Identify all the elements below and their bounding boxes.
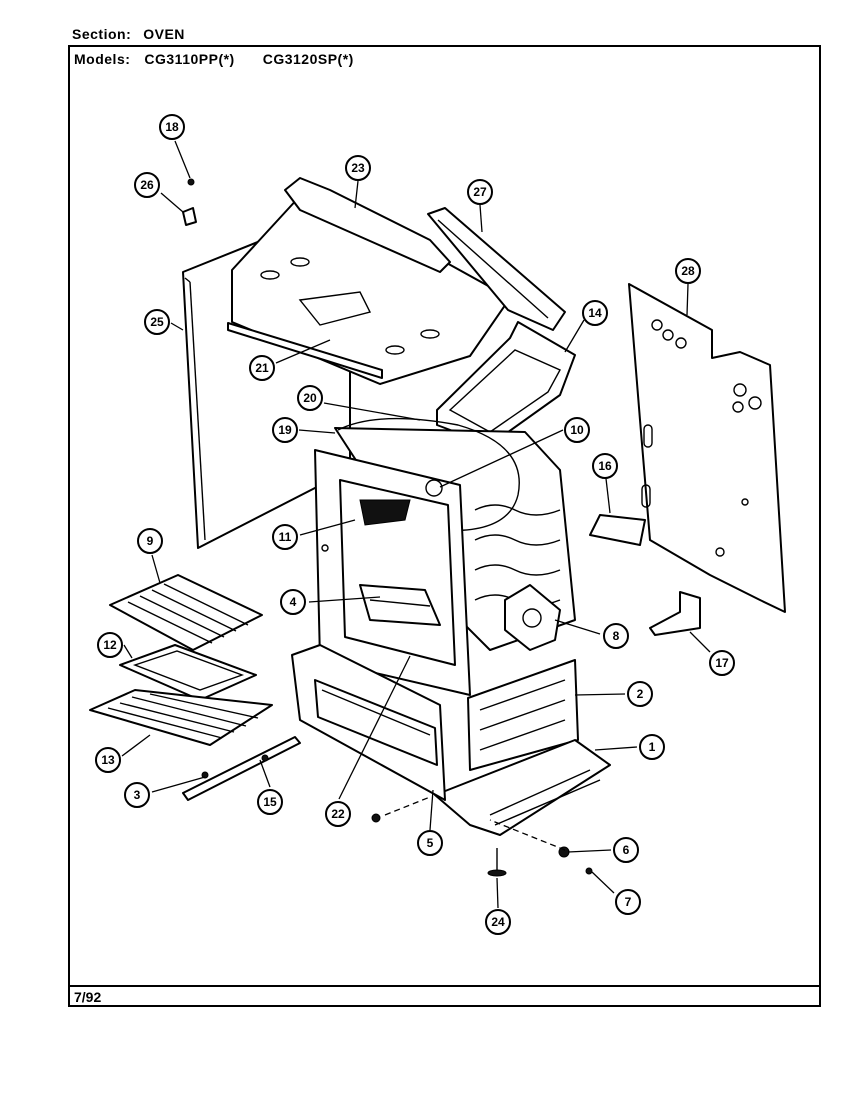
svg-text:10: 10 — [570, 423, 584, 437]
part-leveling-leg — [487, 848, 507, 877]
callout-9: 9 — [137, 528, 163, 554]
date-code: 7/92 — [74, 989, 102, 1005]
part-top-frame — [231, 177, 511, 385]
part-clip — [182, 207, 197, 226]
callout-25: 25 — [144, 309, 170, 335]
svg-text:2: 2 — [637, 687, 644, 701]
callout-2: 2 — [627, 681, 653, 707]
callout-24: 24 — [485, 909, 511, 935]
callout-6: 6 — [613, 837, 639, 863]
svg-text:25: 25 — [150, 315, 164, 329]
part-vent-trim — [427, 207, 566, 331]
section-line: Section: OVEN — [72, 26, 185, 42]
svg-text:28: 28 — [681, 264, 695, 278]
callout-27: 27 — [467, 179, 493, 205]
svg-text:15: 15 — [263, 795, 277, 809]
part-oven-rack — [89, 689, 273, 746]
callout-11: 11 — [272, 524, 298, 550]
leader-lines — [121, 140, 711, 909]
svg-text:26: 26 — [140, 178, 154, 192]
callout-1: 1 — [639, 734, 665, 760]
models-label: Models: — [74, 51, 131, 67]
part-drawer-slide — [182, 736, 301, 801]
callout-3: 3 — [124, 782, 150, 808]
model-2: CG3120SP(*) — [262, 51, 354, 67]
callout-26: 26 — [134, 172, 160, 198]
callout-28-back: 28 — [675, 258, 701, 284]
part-screw-top — [187, 178, 195, 186]
svg-text:27: 27 — [473, 185, 487, 199]
callout-8: 8 — [603, 623, 629, 649]
callout-15: 15 — [257, 789, 283, 815]
svg-text:17: 17 — [715, 656, 729, 670]
svg-text:4: 4 — [290, 595, 297, 609]
part-broiler-pan — [119, 644, 257, 701]
callout-17: 17 — [709, 650, 735, 676]
svg-text:16: 16 — [598, 459, 612, 473]
part-valve — [504, 584, 561, 651]
part-base-pan — [434, 739, 611, 836]
diagram-frame — [68, 45, 821, 1007]
svg-text:18: 18 — [165, 120, 179, 134]
callout-18: 18 — [159, 114, 185, 140]
part-side-louver — [467, 659, 579, 771]
callout-14: 14 — [582, 300, 608, 326]
svg-text:12: 12 — [103, 638, 117, 652]
svg-text:6: 6 — [623, 843, 630, 857]
callout-7: 7 — [615, 889, 641, 915]
svg-text:21: 21 — [255, 361, 269, 375]
callout-12: 12 — [97, 632, 123, 658]
svg-text:14: 14 — [588, 306, 602, 320]
section-label: Section: — [72, 26, 132, 42]
svg-text:20: 20 — [303, 391, 317, 405]
svg-text:1: 1 — [649, 740, 656, 754]
part-vent-duct — [436, 321, 576, 446]
svg-text:5: 5 — [427, 836, 434, 850]
part-screw-front — [371, 813, 381, 823]
svg-text:22: 22 — [331, 807, 345, 821]
svg-text:19: 19 — [278, 423, 292, 437]
callout-23: 23 — [345, 155, 371, 181]
svg-text:3: 3 — [134, 788, 141, 802]
part-heat-shield — [589, 514, 646, 546]
part-kick-panel — [291, 644, 446, 801]
callout-22: 22 — [325, 801, 351, 827]
callout-13: 13 — [95, 747, 121, 773]
models-line: Models: CG3110PP(*) CG3120SP(*) — [74, 51, 354, 67]
part-back-panel — [628, 283, 786, 613]
svg-text:7: 7 — [625, 895, 632, 909]
svg-text:24: 24 — [491, 915, 505, 929]
svg-text:23: 23 — [351, 161, 365, 175]
svg-text:13: 13 — [101, 753, 115, 767]
callout-20: 20 — [297, 385, 323, 411]
footer-rule — [68, 985, 821, 987]
callout-16: 16 — [592, 453, 618, 479]
callout-21: 21 — [249, 355, 275, 381]
callout-10: 10 — [564, 417, 590, 443]
svg-text:8: 8 — [613, 629, 620, 643]
svg-text:9: 9 — [147, 534, 154, 548]
part-burner — [359, 584, 441, 626]
part-screw-lower — [585, 867, 593, 875]
callout-4: 4 — [280, 589, 306, 615]
part-element — [337, 417, 520, 532]
callout-19: 19 — [272, 417, 298, 443]
callout-5: 5 — [417, 830, 443, 856]
part-bracket — [649, 591, 701, 636]
section-value: OVEN — [143, 26, 185, 42]
part-broiler-grid — [109, 574, 263, 651]
model-1: CG3110PP(*) — [144, 51, 235, 67]
svg-text:11: 11 — [279, 530, 292, 544]
